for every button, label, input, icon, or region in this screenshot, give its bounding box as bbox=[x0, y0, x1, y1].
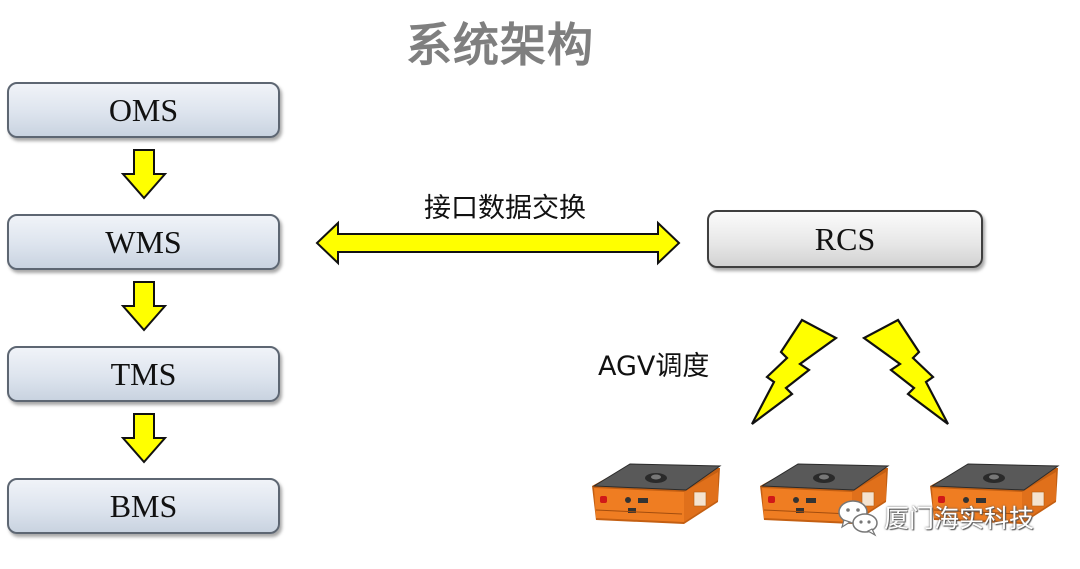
bms-box: BMS bbox=[7, 478, 280, 534]
lightning-bolt-icon bbox=[751, 318, 839, 425]
agv-dispatch-label: AGV调度 bbox=[598, 351, 710, 382]
double-arrow-icon bbox=[315, 220, 681, 266]
wms-box: WMS bbox=[7, 214, 280, 270]
agv-robot-icon bbox=[930, 463, 1060, 524]
down-arrow-icon bbox=[120, 149, 168, 200]
tms-box: TMS bbox=[7, 346, 280, 402]
rcs-box: RCS bbox=[707, 210, 983, 268]
agv-robot-icon bbox=[592, 463, 722, 524]
exchange-label: 接口数据交换 bbox=[424, 193, 586, 224]
watermark-text: 厦门海实科技 bbox=[884, 504, 1035, 533]
lightning-bolt-icon bbox=[861, 318, 949, 425]
wechat-icon bbox=[838, 500, 878, 537]
down-arrow-icon bbox=[120, 281, 168, 332]
watermark: 厦门海实科技 bbox=[836, 497, 1034, 537]
oms-box: OMS bbox=[7, 82, 280, 138]
page-title: 系统架构 bbox=[406, 18, 594, 72]
down-arrow-icon bbox=[120, 413, 168, 464]
